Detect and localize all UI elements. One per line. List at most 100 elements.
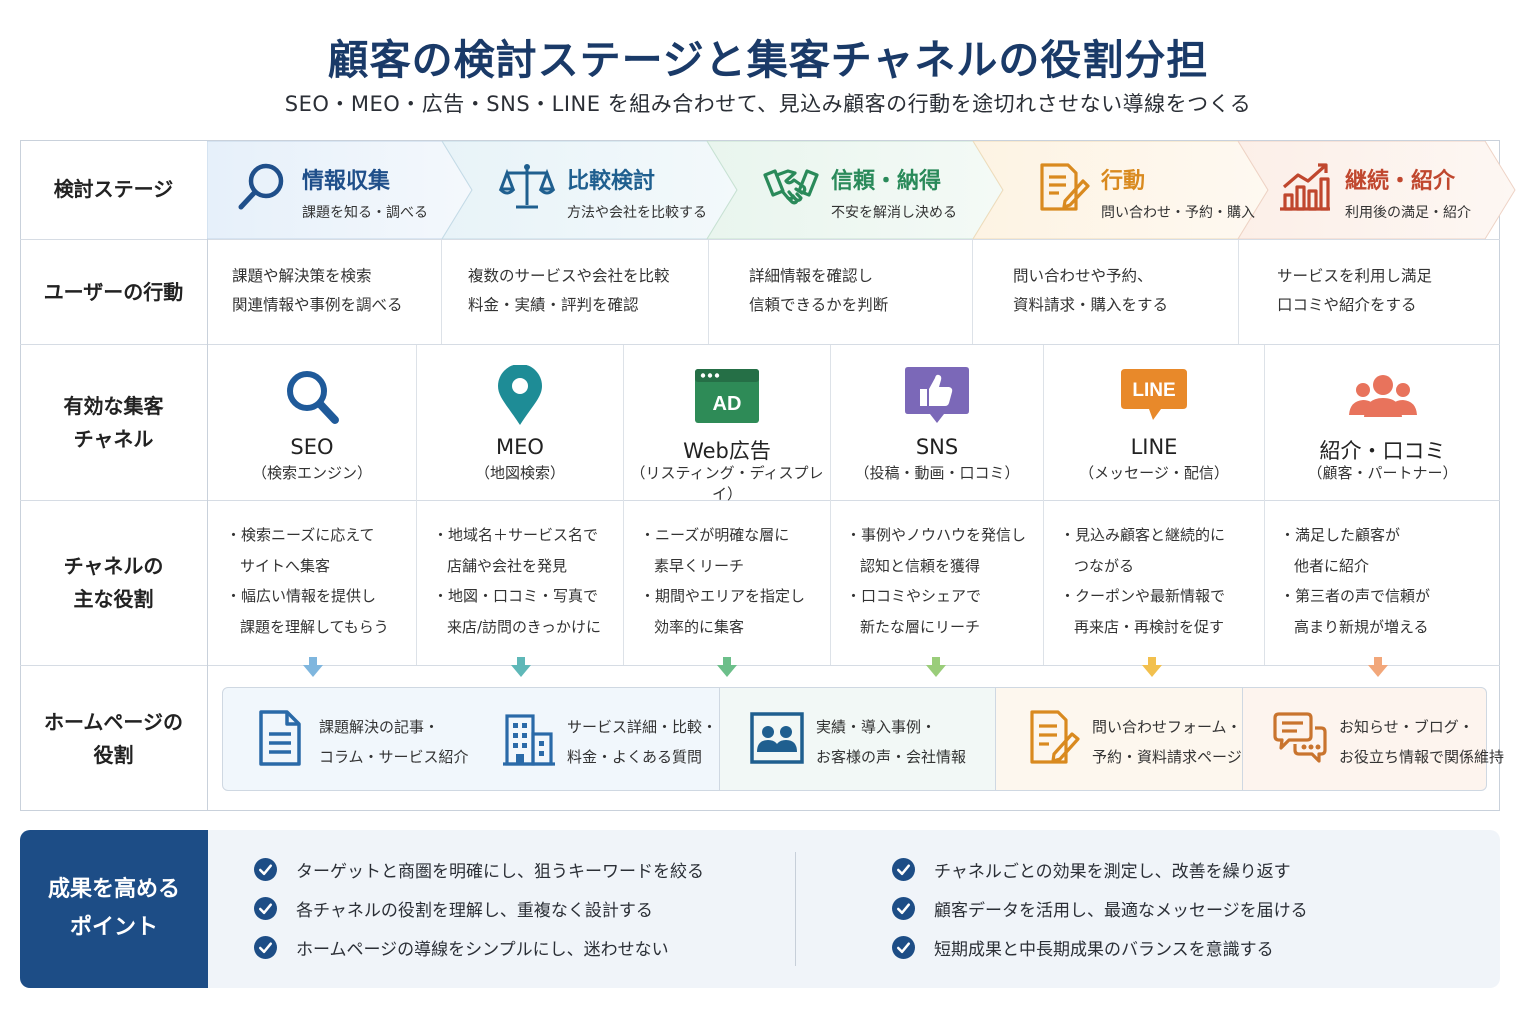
row-label-homepage: ホームページの 役割 bbox=[44, 709, 183, 767]
stage-name: 信頼・納得 bbox=[831, 169, 942, 194]
thumbs-up-icon bbox=[905, 367, 969, 423]
key-point: 顧客データを活用し、最適なメッセージを届ける bbox=[892, 896, 1308, 921]
homepage-box-services: サービス詳細・比較・料金・よくある質問 bbox=[471, 687, 720, 791]
role-meo: ・地域名＋サービス名で店舗や会社を発見 ・地図・口コミ・写真で来店/訪問のきっか… bbox=[433, 526, 602, 636]
homepage-text: お知らせ・ブログ・お役立ち情報で関係維持 bbox=[1339, 718, 1505, 766]
user-action-4: 問い合わせや予約、資料請求・購入をする bbox=[1013, 267, 1169, 314]
channel-seo: SEO （検索エンジン） bbox=[208, 345, 416, 500]
form-icon bbox=[1040, 163, 1090, 211]
channel-sub: （検索エンジン） bbox=[251, 464, 372, 482]
row-label-role: チャネルの 主な役割 bbox=[63, 554, 164, 611]
channel-sub: （メッセージ・配信） bbox=[1079, 464, 1229, 482]
page-subtitle: SEO・MEO・広告・SNS・LINE を組み合わせて、見込み顧客の行動を途切れ… bbox=[284, 92, 1252, 116]
stage-desc: 利用後の満足・紹介 bbox=[1345, 205, 1471, 221]
homepage-text: 問い合わせフォーム・予約・資料請求ページ bbox=[1092, 718, 1242, 766]
stage-chevron-2 bbox=[441, 141, 738, 239]
channel-meo: MEO （地図検索） bbox=[417, 345, 623, 500]
key-point: ホームページの導線をシンプルにし、迷わせない bbox=[254, 935, 669, 960]
channel-web-ad: AD Web広告 （リスティング・ディスプレイ） bbox=[624, 345, 830, 503]
role-line: ・見込み顧客と継続的につながる ・クーポンや最新情報で再来店・再検討を促す bbox=[1060, 526, 1226, 636]
channel-line: LINE LINE （メッセージ・配信） bbox=[1044, 345, 1264, 500]
role-web-ad: ・ニーズが明確な層に素早くリーチ ・期間やエリアを指定し効率的に集客 bbox=[640, 526, 806, 636]
stage-name: 比較検討 bbox=[567, 169, 656, 194]
channel-name: MEO bbox=[496, 435, 544, 459]
down-arrow-icon bbox=[1368, 657, 1388, 677]
down-arrow-icon bbox=[926, 657, 946, 677]
ad-icon-text: AD bbox=[713, 393, 742, 415]
homepage-box-contact: 問い合わせフォーム・予約・資料請求ページ bbox=[996, 687, 1243, 791]
down-arrow-icon bbox=[1142, 657, 1162, 677]
key-points-panel: 成果を高める ポイント ターゲットと商圏を明確にし、狙うキーワードを絞る 各チャ… bbox=[20, 830, 1500, 988]
user-action-3: 詳細情報を確認し信頼できるかを判断 bbox=[749, 267, 889, 314]
people-icon bbox=[1348, 375, 1417, 417]
scale-icon bbox=[498, 164, 556, 209]
stage-name: 行動 bbox=[1101, 169, 1146, 194]
stage-comparison: 比較検討 方法や会社を比較する bbox=[472, 141, 737, 239]
label-column-divider bbox=[207, 140, 208, 811]
user-action-5: サービスを利用し満足口コミや紹介をする bbox=[1277, 267, 1433, 314]
row-label-stage: 検討ステージ bbox=[53, 177, 174, 201]
channel-sub: （リスティング・ディスプレイ） bbox=[630, 464, 824, 503]
map-pin-icon bbox=[498, 365, 542, 425]
homepage-box-cases: 実績・導入事例・お客様の声・会社情報 bbox=[720, 687, 996, 791]
stage-name: 継続・紹介 bbox=[1345, 169, 1456, 194]
ad-window-icon: AD bbox=[695, 369, 759, 423]
column-divider bbox=[830, 345, 831, 665]
down-arrow-icon bbox=[717, 657, 737, 677]
column-divider bbox=[416, 345, 417, 665]
down-arrow-icon bbox=[511, 657, 531, 677]
key-point: チャネルごとの効果を測定し、改善を繰り返す bbox=[892, 857, 1291, 882]
channel-name: 紹介・口コミ bbox=[1319, 439, 1446, 463]
stage-desc: 問い合わせ・予約・購入 bbox=[1101, 205, 1255, 221]
building-icon bbox=[503, 714, 555, 766]
line-icon-text: LINE bbox=[1132, 380, 1175, 401]
check-circle-icon bbox=[254, 858, 277, 881]
key-point: 各チャネルの役割を理解し、重複なく設計する bbox=[254, 896, 653, 921]
column-divider bbox=[441, 240, 442, 344]
search-icon bbox=[287, 371, 339, 424]
check-circle-icon bbox=[892, 897, 915, 920]
check-circle-icon bbox=[892, 858, 915, 881]
homepage-box-news: お知らせ・ブログ・お役立ち情報で関係維持 bbox=[1243, 687, 1504, 791]
row-divider bbox=[20, 344, 1500, 345]
channel-name: SEO bbox=[290, 435, 334, 459]
document-icon bbox=[259, 710, 301, 766]
role-sns: ・事例やノウハウを発信し認知と信頼を獲得 ・口コミやシェアで新たな層にリーチ bbox=[846, 526, 1027, 636]
stage-trust: 信頼・納得 不安を解消し決める bbox=[736, 141, 1001, 239]
role-referral: ・満足した顧客が他者に紹介 ・第三者の声で信頼が高まり新規が増える bbox=[1280, 526, 1431, 636]
row-divider bbox=[20, 665, 1500, 666]
line-bubble-icon: LINE bbox=[1121, 369, 1187, 420]
key-point: ターゲットと商圏を明確にし、狙うキーワードを絞る bbox=[254, 857, 704, 882]
stage-desc: 方法や会社を比較する bbox=[567, 205, 707, 221]
check-circle-icon bbox=[254, 897, 277, 920]
column-divider bbox=[623, 345, 624, 665]
stage-retention: 継続・紹介 利用後の満足・紹介 bbox=[1250, 141, 1500, 239]
user-action-1: 課題や解決策を検索関連情報や事例を調べる bbox=[232, 267, 403, 314]
homepage-text: サービス詳細・比較・料金・よくある質問 bbox=[567, 718, 718, 766]
check-circle-icon bbox=[254, 936, 277, 959]
channel-sub: （顧客・パートナー） bbox=[1307, 464, 1458, 482]
column-divider bbox=[1043, 345, 1044, 665]
stage-chevron-3 bbox=[706, 141, 1004, 239]
stage-desc: 不安を解消し決める bbox=[831, 205, 957, 221]
column-divider bbox=[1238, 240, 1239, 344]
channel-name: Web広告 bbox=[683, 439, 771, 463]
handshake-icon bbox=[763, 169, 819, 205]
channel-sub: （投稿・動画・口コミ） bbox=[854, 464, 1020, 482]
homepage-text: 実績・導入事例・お客様の声・会社情報 bbox=[816, 718, 967, 766]
homepage-box-articles: 課題解決の記事・コラム・サービス紹介 bbox=[222, 687, 472, 791]
chat-icon bbox=[1273, 712, 1327, 763]
channel-name: SNS bbox=[915, 435, 959, 459]
channel-sub: （地図検索） bbox=[474, 464, 565, 482]
search-icon bbox=[238, 163, 284, 210]
stage-desc: 課題を知る・調べる bbox=[302, 205, 428, 221]
channel-referral: 紹介・口コミ （顧客・パートナー） bbox=[1265, 345, 1500, 500]
user-action-2: 複数のサービスや会社を比較料金・実績・評判を確認 bbox=[468, 267, 670, 314]
growth-chart-icon bbox=[1280, 163, 1330, 211]
testimonial-icon bbox=[750, 712, 804, 764]
row-label-channel: 有効な集客 チャネル bbox=[63, 393, 164, 451]
stage-action: 行動 問い合わせ・予約・購入 bbox=[1006, 141, 1266, 239]
stage-chevron-5 bbox=[1237, 141, 1516, 239]
channel-name: LINE bbox=[1130, 435, 1178, 459]
down-arrow-icon bbox=[303, 657, 323, 677]
